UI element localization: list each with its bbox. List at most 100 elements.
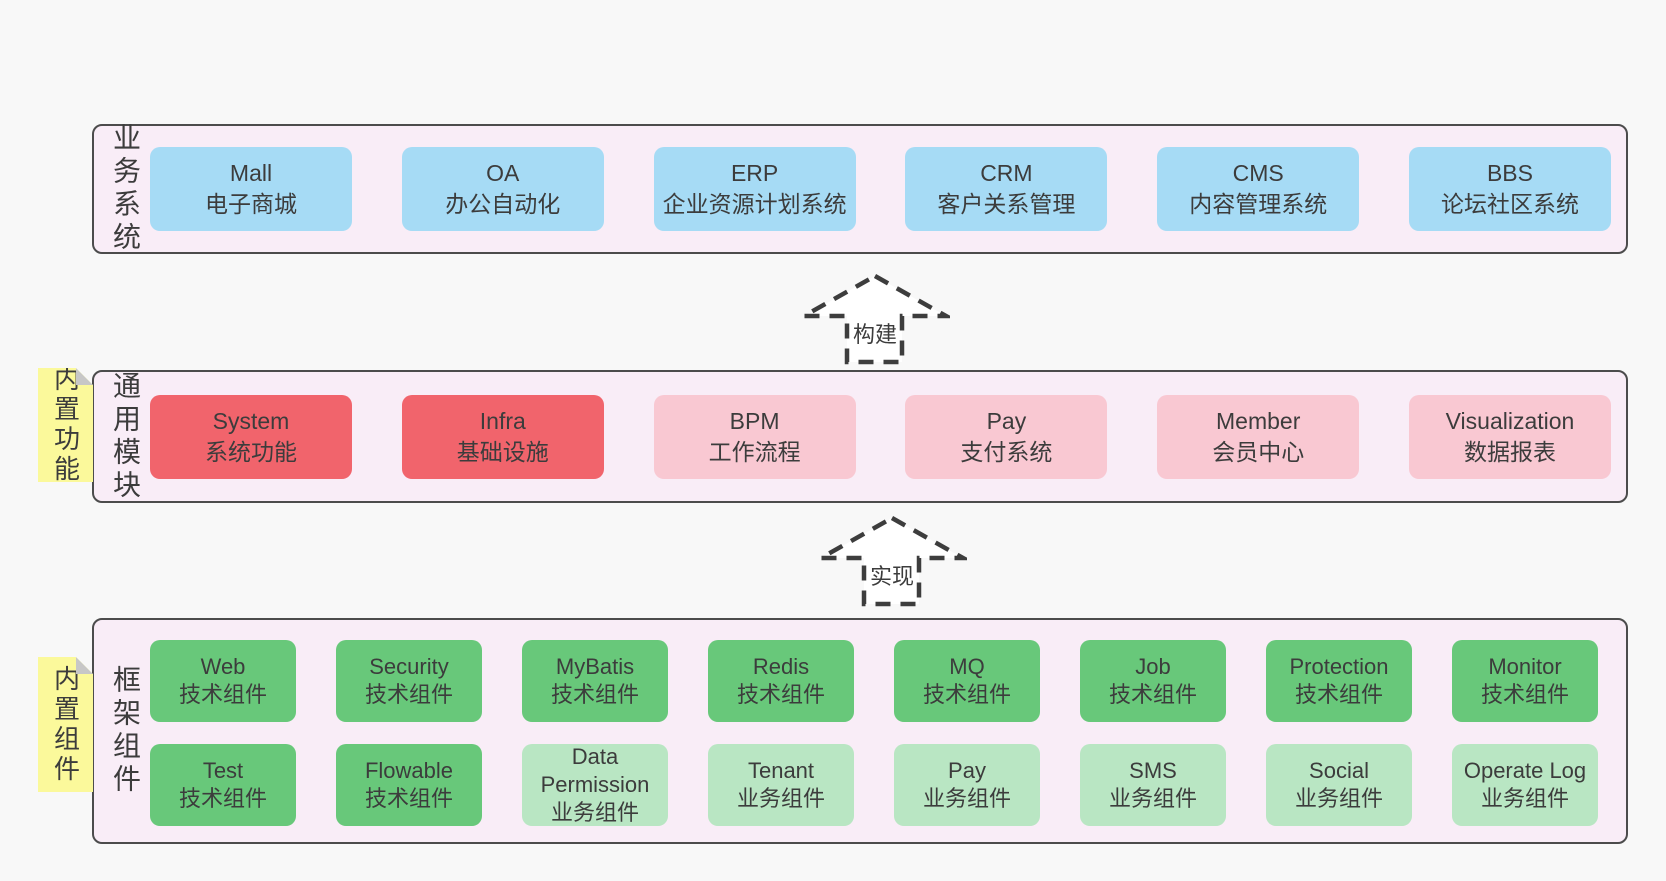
box-subtitle: 业务组件 [922, 786, 1011, 811]
module-box-system: System 系统功能 [150, 394, 352, 479]
module-box-bbs: BBS 论坛社区系统 [1408, 147, 1611, 231]
layer-business-systems: 业务系统 Mall 电子商城 OA 办公自动化 ERP 企业资源计划系统 CRM… [92, 123, 1628, 255]
module-box-pay: Pay 支付系统 [905, 394, 1108, 479]
box-title: Test [202, 758, 244, 783]
component-box-test: Test 技术组件 [150, 744, 296, 826]
layer-title-business: 业务系统 [110, 123, 141, 255]
box-subtitle: 技术组件 [364, 682, 453, 707]
box-subtitle: 业务组件 [550, 800, 639, 825]
component-box-pay: Pay 业务组件 [894, 744, 1040, 826]
component-box-tenant: Tenant 业务组件 [708, 744, 854, 826]
business-box-row: Mall 电子商城 OA 办公自动化 ERP 企业资源计划系统 CRM 客户关系… [150, 147, 1611, 231]
sticky-note-builtin-features: 内置功能 [38, 368, 93, 482]
component-box-security: Security 技术组件 [336, 640, 482, 722]
box-subtitle: 业务组件 [1480, 786, 1569, 811]
box-subtitle: 企业资源计划系统 [662, 191, 847, 217]
component-box-monitor: Monitor 技术组件 [1452, 640, 1598, 722]
box-subtitle: 业务组件 [736, 786, 825, 811]
component-box-sms: SMS 业务组件 [1080, 744, 1226, 826]
box-title: Mall [229, 160, 273, 186]
module-box-member: Member 会员中心 [1157, 394, 1360, 479]
folded-corner-icon [76, 368, 93, 385]
box-subtitle: 技术组件 [1480, 682, 1569, 707]
box-title: ERP [730, 160, 779, 186]
box-title: Security [369, 654, 449, 679]
box-title: Operate Log [1463, 758, 1587, 783]
box-title: Tenant [747, 758, 815, 783]
layer-title-components: 框架组件 [110, 665, 141, 797]
component-box-redis: Redis 技术组件 [708, 640, 854, 722]
component-box-mybatis: MyBatis 技术组件 [522, 640, 668, 722]
box-title: CMS [1232, 160, 1284, 186]
box-title: System [212, 407, 290, 434]
box-subtitle: 系统功能 [205, 438, 297, 465]
box-title: Monitor [1488, 654, 1562, 679]
sticky-note-builtin-components: 内置组件 [38, 657, 93, 792]
module-box-bpm: BPM 工作流程 [653, 394, 856, 479]
box-subtitle: 工作流程 [708, 438, 801, 465]
box-subtitle: 技术组件 [550, 682, 639, 707]
box-subtitle: 技术组件 [178, 682, 267, 707]
box-title: Infra [479, 407, 526, 434]
component-box-protection: Protection 技术组件 [1266, 640, 1412, 722]
box-title: Visualization [1445, 407, 1575, 434]
box-title: Web [200, 654, 246, 679]
box-title: MQ [949, 654, 985, 679]
box-subtitle: 客户关系管理 [937, 191, 1076, 217]
box-title: BPM [729, 407, 780, 434]
box-title: Job [1135, 654, 1171, 679]
up-arrow-icon [800, 273, 950, 365]
module-box-mall: Mall 电子商城 [150, 147, 352, 231]
box-title: OA [486, 160, 520, 186]
arrow-label: 实现 [869, 564, 914, 589]
module-box-crm: CRM 客户关系管理 [905, 147, 1108, 231]
box-title: Pay [948, 758, 986, 783]
components-box-row-1: Web 技术组件 Security 技术组件 MyBatis 技术组件 Redi… [150, 640, 1598, 722]
box-subtitle: 办公自动化 [445, 191, 561, 217]
box-subtitle: 业务组件 [1108, 786, 1197, 811]
layer-common-modules: 通用模块 System 系统功能 Infra 基础设施 BPM 工作流程 Pay… [92, 370, 1628, 503]
box-subtitle: 支付系统 [960, 438, 1053, 465]
box-title: BBS [1486, 160, 1533, 186]
component-box-web: Web 技术组件 [150, 640, 296, 722]
box-subtitle: 技术组件 [1294, 682, 1383, 707]
box-title: Member [1216, 407, 1301, 434]
module-box-erp: ERP 企业资源计划系统 [653, 147, 856, 231]
box-subtitle: 业务组件 [1294, 786, 1383, 811]
module-box-oa: OA 办公自动化 [401, 147, 604, 231]
box-subtitle: 基础设施 [456, 438, 549, 465]
component-box-flowable: Flowable 技术组件 [336, 744, 482, 826]
up-arrow-icon [817, 515, 967, 607]
arrow-label: 构建 [852, 322, 897, 347]
box-title: Flowable [364, 758, 454, 783]
box-subtitle: 技术组件 [178, 786, 267, 811]
box-title: Protection [1289, 654, 1389, 679]
component-box-social: Social 业务组件 [1266, 744, 1412, 826]
box-title: Redis [752, 654, 810, 679]
box-subtitle: 内容管理系统 [1189, 191, 1328, 217]
module-box-visualization: Visualization 数据报表 [1408, 394, 1611, 479]
box-title: MyBatis [555, 654, 635, 679]
box-subtitle: 技术组件 [1108, 682, 1197, 707]
box-subtitle: 电子商城 [205, 191, 297, 217]
box-title: Social [1309, 758, 1369, 783]
component-box-mq: MQ 技术组件 [894, 640, 1040, 722]
modules-box-row: System 系统功能 Infra 基础设施 BPM 工作流程 Pay 支付系统… [150, 394, 1611, 479]
module-box-cms: CMS 内容管理系统 [1157, 147, 1360, 231]
box-subtitle: 数据报表 [1463, 438, 1556, 465]
box-subtitle: 会员中心 [1212, 438, 1305, 465]
layer-title-modules: 通用模块 [110, 370, 141, 503]
folded-corner-icon [76, 657, 93, 674]
layer-framework-components: 框架组件 Web 技术组件 Security 技术组件 MyBatis 技术组件… [92, 618, 1628, 844]
arrow-build: 构建 [800, 271, 950, 366]
sticky-label: 内置组件 [50, 664, 81, 785]
box-subtitle: 技术组件 [736, 682, 825, 707]
arrow-implement: 实现 [817, 513, 967, 608]
sticky-label: 内置功能 [50, 365, 81, 485]
box-title: CRM [980, 160, 1033, 186]
box-subtitle: 技术组件 [922, 682, 1011, 707]
box-subtitle: 论坛社区系统 [1440, 191, 1579, 217]
box-title: SMS [1129, 758, 1177, 783]
box-title: Data Permission [540, 744, 650, 797]
